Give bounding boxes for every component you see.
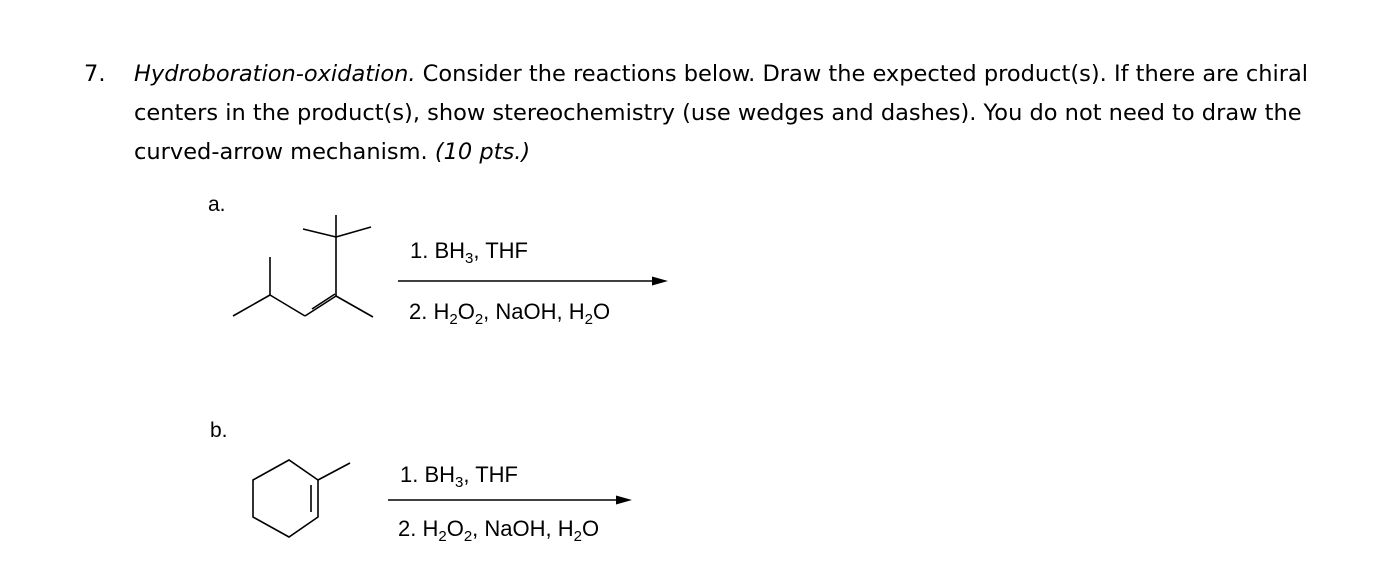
reaction-a-label: a.: [208, 193, 226, 216]
reagent-text: , THF: [463, 462, 518, 487]
reagent-text: , NaOH, H: [483, 299, 585, 324]
question-points: (10 pts.): [434, 139, 531, 165]
reagent-text: 1. BH: [410, 238, 466, 263]
reagent-subscript: 2: [463, 528, 473, 545]
reagent-subscript: 2: [584, 311, 593, 328]
cyclohexene-ring: [252, 459, 319, 538]
question-7: 7. Hydroboration-oxidation. Consider the…: [84, 55, 1374, 172]
reagent-subscript: 2: [573, 528, 582, 545]
reagent-subscript: 3: [455, 474, 464, 491]
reagent-subscript: 2: [438, 528, 447, 545]
question-topic: Hydroboration-oxidation.: [134, 61, 416, 87]
reagent-text: O: [446, 516, 464, 541]
bond: [302, 228, 337, 238]
question-text: Hydroboration-oxidation. Consider the re…: [134, 55, 1374, 172]
reaction-a-arrow: [398, 276, 668, 286]
arrowhead: [616, 495, 632, 505]
double-bond-outer: [304, 295, 337, 317]
methyl-bond: [317, 462, 351, 481]
reaction-b-reagent-2: 2. H2O2, NaOH, H2O: [398, 516, 600, 545]
reagent-text: , NaOH, H: [472, 516, 574, 541]
reaction-a-alkene-structure: [232, 215, 374, 318]
double-bond-inner: [311, 293, 336, 310]
bond: [335, 226, 372, 238]
reaction-a-reagent-1: 1. BH3, THF: [410, 238, 528, 267]
question-number: 7.: [84, 61, 106, 87]
bond: [269, 294, 306, 317]
arrowhead: [652, 276, 668, 286]
reaction-b-label: b.: [210, 419, 228, 442]
reagent-text: O: [581, 516, 600, 541]
reaction-b-alkene-structure: [252, 459, 351, 538]
reaction-b-reagent-1: 1. BH3, THF: [400, 462, 518, 491]
question-instructions: Consider the reactions below. Draw the e…: [134, 61, 1309, 165]
reagent-text: O: [457, 299, 475, 324]
reagent-text: 2. H: [398, 516, 439, 541]
reagent-subscript: 2: [474, 311, 484, 328]
bond: [232, 294, 271, 317]
reaction-a-reagent-2: 2. H2O2, NaOH, H2O: [409, 299, 611, 328]
reagent-text: 2. H: [409, 299, 450, 324]
bond: [335, 295, 374, 318]
reagent-subscript: 3: [465, 250, 474, 267]
reaction-b-arrow: [388, 495, 632, 505]
reagent-text: , THF: [473, 238, 528, 263]
reagent-text: 1. BH: [400, 462, 456, 487]
reagent-subscript: 2: [449, 311, 458, 328]
reagent-text: O: [592, 299, 611, 324]
